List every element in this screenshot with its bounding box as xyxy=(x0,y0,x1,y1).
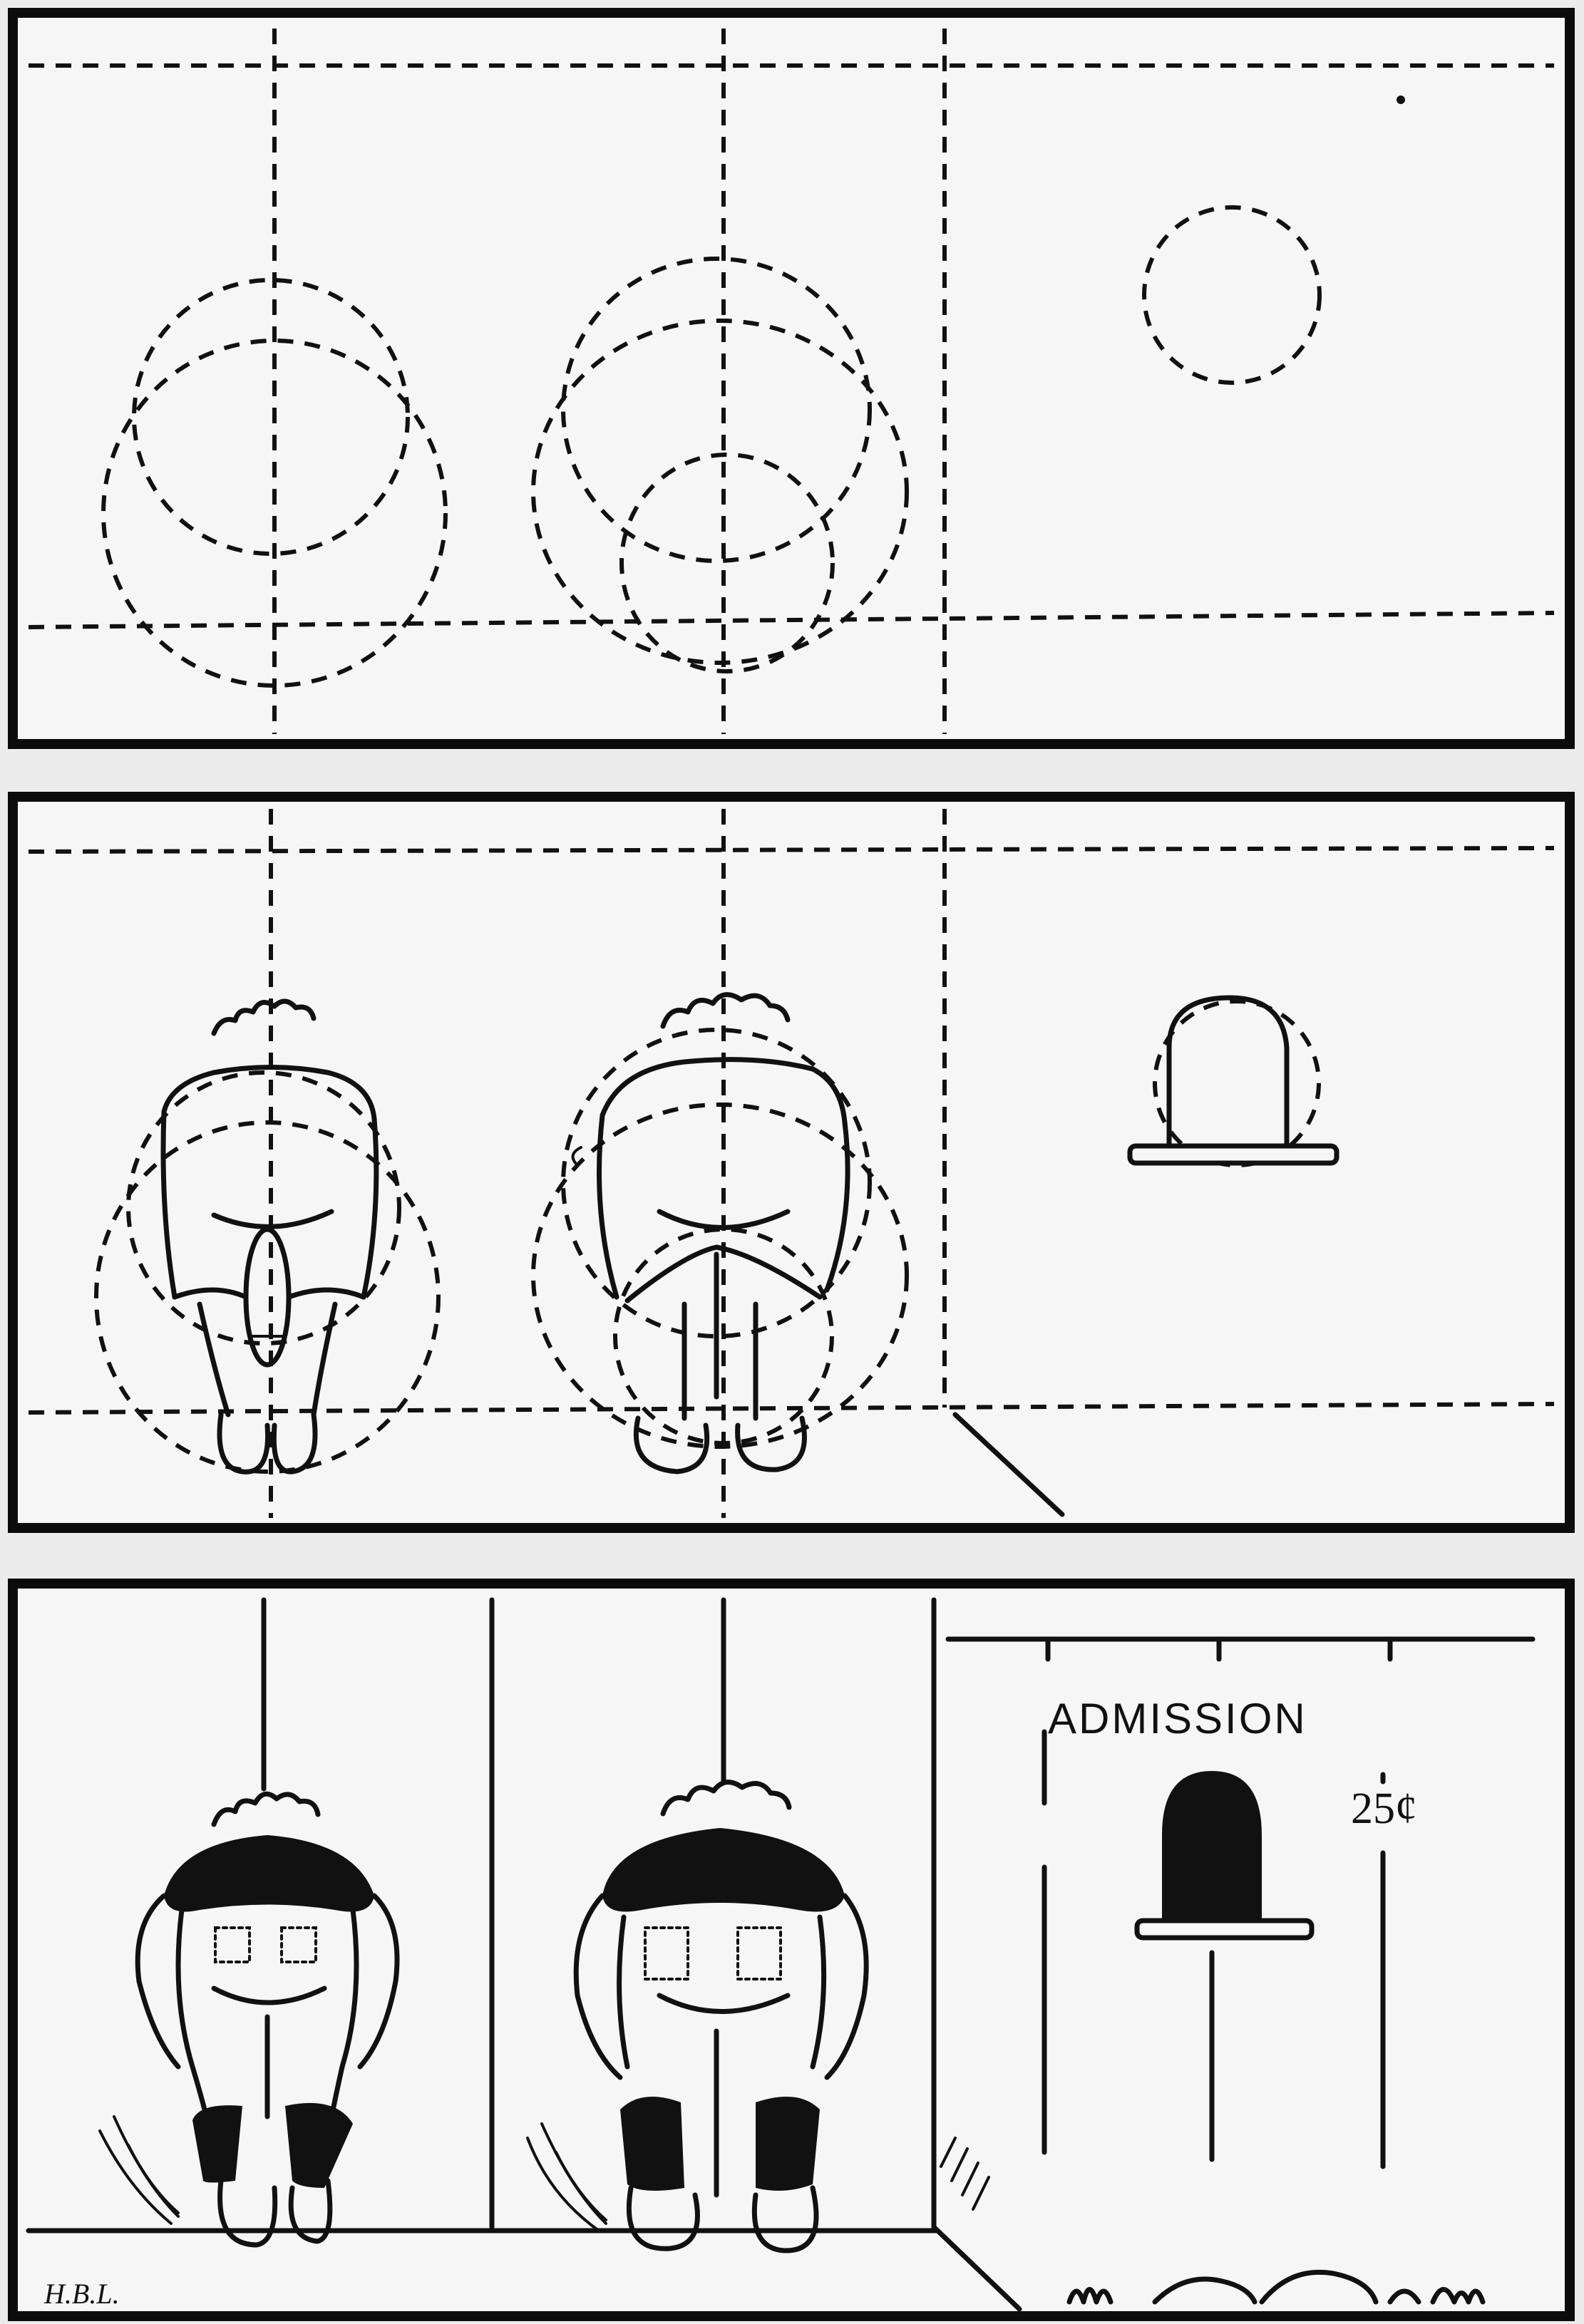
figure-1-sketch xyxy=(94,998,441,1475)
panel-1-frame xyxy=(8,8,1575,749)
figure-1-feet xyxy=(217,1412,318,1475)
figure-1-body-circle xyxy=(101,339,448,688)
figure-2-trousers xyxy=(617,1914,827,2070)
panel-2-figures-sketched xyxy=(8,792,1575,1533)
figure-2-head-circle xyxy=(561,257,872,563)
ground-grass xyxy=(1066,2269,1486,2305)
window-circle xyxy=(1153,999,1321,1167)
figure-1-patch-right xyxy=(280,1926,317,1963)
figure-2-body-circle xyxy=(531,319,909,665)
window-sketch xyxy=(1127,995,1339,1167)
price-sign: 25¢ xyxy=(1351,1785,1417,1833)
building-corner-line xyxy=(931,2224,1022,2312)
figure-2-sketch xyxy=(531,992,909,1475)
figure-1-hair xyxy=(211,1791,321,1827)
figure-1-seat-curve xyxy=(211,1985,327,2005)
figure-1-head-circle xyxy=(132,278,410,556)
figure-2-body-circle xyxy=(531,1102,909,1449)
figure-1-shoes xyxy=(217,2178,333,2248)
figure-1-back xyxy=(161,1065,377,1122)
figure-2-head-circle xyxy=(561,1028,872,1338)
figure-1-shading xyxy=(98,2115,180,2225)
figure-2-right-arm xyxy=(824,1893,869,2080)
figure-1-left-side xyxy=(160,1109,178,1300)
figure-2-right-side xyxy=(824,1120,850,1293)
figure-2-right-stocking xyxy=(756,2097,820,2191)
window-circle xyxy=(1142,205,1322,385)
ticket-window-sill xyxy=(1134,1918,1315,1941)
figure-2-seat-curve xyxy=(657,1209,791,1230)
ink-speck xyxy=(1397,95,1405,104)
figure-2-seat-curve xyxy=(657,1993,791,2014)
guide-line-top xyxy=(28,846,1555,854)
panel-1-guidelines xyxy=(8,8,1575,749)
figure-2-hair xyxy=(660,992,791,1029)
figure-1-dark-jacket xyxy=(164,1835,374,1912)
figure-2-legs-circle xyxy=(619,453,835,673)
figure-2-left-arm xyxy=(573,1893,623,2080)
figure-2-shoes xyxy=(626,2185,819,2253)
panel-3-frame xyxy=(8,1579,1575,2321)
figure-2-back xyxy=(600,1057,848,1125)
ticket-window xyxy=(1162,1771,1262,1924)
figure-2-knees xyxy=(624,1244,823,1303)
panel-3-finished-scene: ADMISSION 25¢ xyxy=(8,1579,1575,2321)
figure-1-knees xyxy=(172,1287,366,1300)
figure-1-body-circle xyxy=(94,1120,441,1474)
figure-1-right-stocking xyxy=(285,2102,353,2188)
figure-1-patch-left xyxy=(214,1926,251,1963)
figure-1-legs xyxy=(197,1301,338,1417)
figure-1-left-arm xyxy=(135,1893,181,2070)
figure-1-head-circle xyxy=(126,1070,401,1346)
ticket-booth: ADMISSION 25¢ xyxy=(940,1636,1536,2305)
finished-figure-2 xyxy=(526,1780,869,2253)
figure-1-hair xyxy=(211,998,317,1036)
figure-1-right-arm xyxy=(357,1893,400,2070)
corner-shading xyxy=(940,2137,990,2211)
figure-2-ear xyxy=(571,1146,582,1167)
figure-2-shading xyxy=(526,2122,607,2232)
artist-signature: H.B.L. xyxy=(43,2278,120,2310)
figure-2-dark-jacket xyxy=(602,1828,845,1912)
figure-1-right-side xyxy=(361,1116,379,1300)
booth-roof-notches xyxy=(1045,1636,1393,1662)
admission-sign: ADMISSION xyxy=(1048,1695,1307,1742)
figure-2-left-side xyxy=(597,1112,619,1300)
figure-2-feet xyxy=(633,1415,807,1475)
figure-1-seat-curve xyxy=(211,1209,334,1229)
window-arch xyxy=(1166,995,1290,1150)
building-corner-line xyxy=(952,1412,1065,1517)
figure-1-left-stocking xyxy=(192,2105,242,2183)
figure-2-legs-circle xyxy=(613,1227,834,1445)
guide-line-bottom xyxy=(28,611,1555,629)
figure-2-hair xyxy=(660,1780,792,1817)
figure-2-legs xyxy=(682,1251,758,1421)
window-sill xyxy=(1127,1143,1339,1166)
guide-line-bottom xyxy=(28,1402,1555,1415)
finished-figure-1 xyxy=(98,1791,400,2248)
figure-2-left-stocking xyxy=(620,2097,684,2191)
